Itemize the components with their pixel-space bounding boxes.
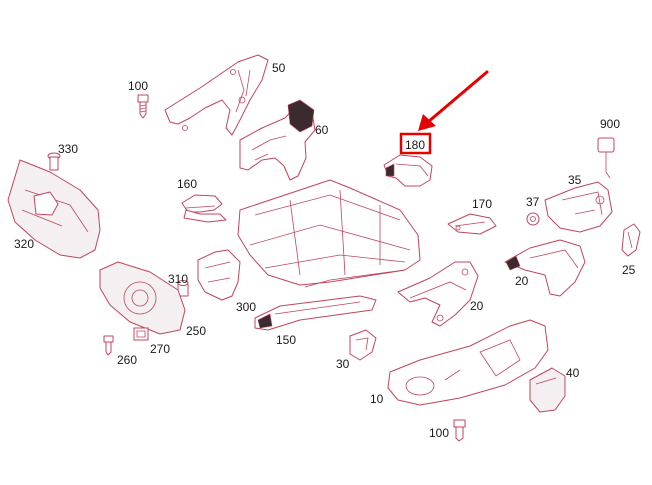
- label-30: 30: [336, 357, 350, 371]
- label-37: 37: [526, 195, 540, 209]
- label-270: 270: [150, 342, 170, 356]
- label-50: 50: [272, 61, 286, 75]
- screw-260[interactable]: [103, 335, 114, 356]
- label-260: 260: [117, 353, 137, 367]
- label-330: 330: [58, 142, 78, 156]
- pin-330[interactable]: [47, 152, 61, 171]
- screw-100-bottom[interactable]: [453, 419, 466, 442]
- label-170: 170: [472, 197, 492, 211]
- part-60-shape[interactable]: [239, 99, 316, 181]
- label-160: 160: [177, 177, 197, 191]
- part-270-shape[interactable]: [133, 327, 149, 341]
- label-10: 10: [370, 392, 384, 406]
- part-30-shape[interactable]: [349, 329, 377, 361]
- label-25: 25: [622, 263, 636, 277]
- label-20-right: 20: [515, 274, 529, 288]
- part-300-shape[interactable]: [197, 249, 241, 301]
- part-320-shape[interactable]: [7, 159, 101, 259]
- part-35-shape[interactable]: [544, 181, 613, 233]
- part-10-shape[interactable]: [387, 319, 549, 406]
- part-900-shape[interactable]: [597, 137, 615, 179]
- pin-310[interactable]: [177, 280, 189, 297]
- part-250-shape[interactable]: [99, 261, 186, 335]
- part-180-shape[interactable]: [383, 154, 433, 187]
- label-900: 900: [600, 117, 620, 131]
- part-40-shape[interactable]: [529, 367, 566, 413]
- part-160-shape[interactable]: [181, 194, 227, 223]
- part-170-shape[interactable]: [447, 213, 497, 235]
- label-40: 40: [566, 366, 580, 380]
- label-20-center: 20: [470, 299, 484, 313]
- seat-frame[interactable]: [237, 179, 421, 288]
- part-150-shape[interactable]: [254, 295, 377, 331]
- label-180[interactable]: 180: [405, 138, 425, 152]
- label-250: 250: [186, 324, 206, 338]
- part-20b-shape[interactable]: [397, 261, 479, 327]
- part-20a-shape[interactable]: [504, 239, 586, 297]
- label-60: 60: [315, 123, 329, 137]
- pointer-arrow: [418, 70, 489, 131]
- label-100-bottom: 100: [429, 426, 449, 440]
- label-100-top: 100: [128, 79, 148, 93]
- label-150: 150: [276, 333, 296, 347]
- label-35: 35: [568, 173, 582, 187]
- label-300: 300: [236, 300, 256, 314]
- highlight-box-180: [399, 132, 432, 155]
- label-310: 310: [168, 272, 188, 286]
- part-50-shape[interactable]: [164, 54, 269, 136]
- label-320: 320: [14, 237, 34, 251]
- part-25-shape[interactable]: [621, 223, 641, 257]
- screw-100-top[interactable]: [137, 94, 149, 119]
- nut-37[interactable]: [526, 212, 540, 226]
